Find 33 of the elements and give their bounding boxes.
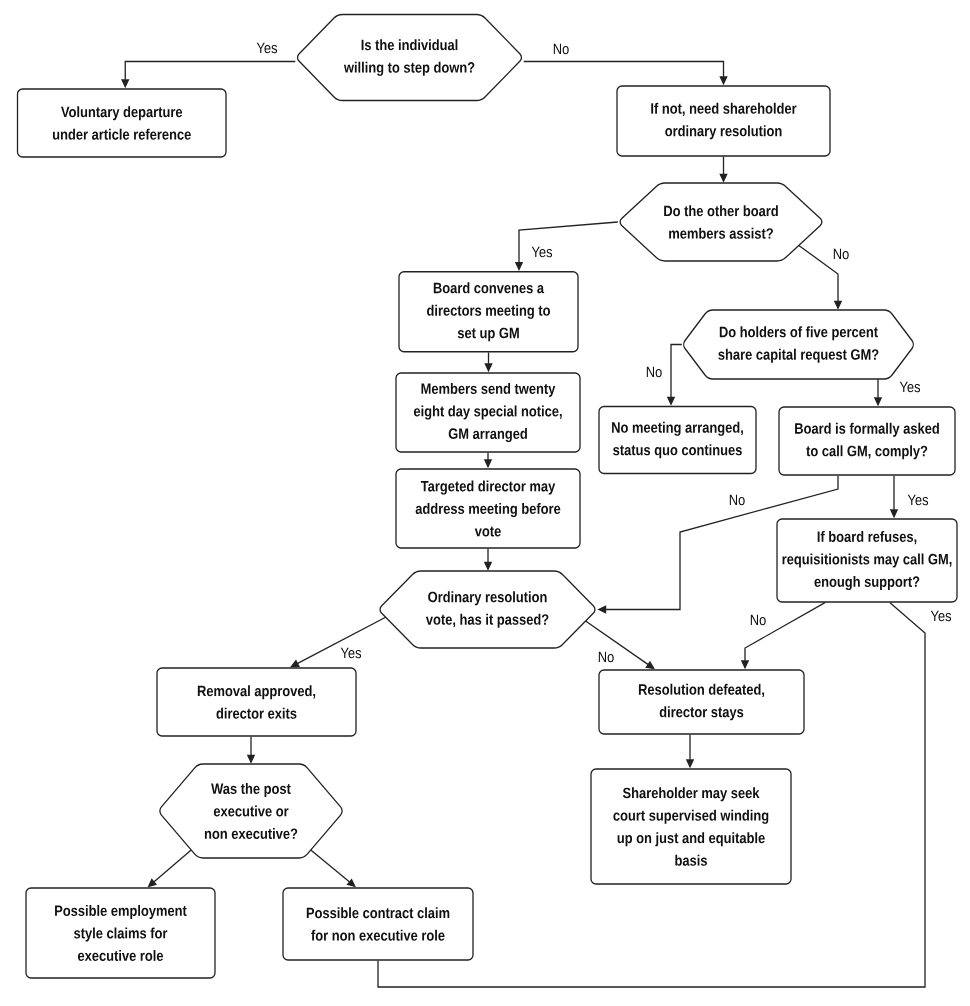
decision-hexagon: Was the post executive or non executive?	[159, 763, 343, 859]
process-box: Possible contract claim for non executive role	[282, 887, 474, 961]
connector-line	[377, 602, 926, 988]
decision-hexagon: Do holders of five percent share capital request GM?	[683, 309, 914, 380]
process-box: Resolution defeated, director stays	[598, 669, 805, 735]
edge-label: No	[727, 493, 747, 507]
process-box: Shareholder may seek court supervised winding up on just and equitable basis	[590, 768, 792, 885]
process-box: Targeted director may address meeting before vote	[395, 468, 581, 549]
edge-label: Yes	[530, 245, 554, 259]
edge-label: No	[551, 42, 571, 56]
decision-hexagon: Do the other board members assist?	[619, 182, 823, 262]
process-box: Voluntary departure under article reference	[16, 88, 227, 158]
process-box: No meeting arranged, status quo continues	[598, 405, 757, 475]
process-box: Members send twenty eight day special notice, GM arranged	[395, 372, 581, 453]
edge-label: No	[748, 613, 768, 627]
edge-label: Yes	[339, 646, 363, 660]
process-box: Board is formally asked to call GM, comply?	[778, 406, 956, 476]
process-box: If board refuses, requisitionists may call GM, enough support?	[776, 518, 958, 603]
edge-label: Yes	[255, 41, 279, 55]
arrow	[290, 616, 387, 668]
edge-label: No	[596, 650, 616, 664]
edge-label: No	[644, 365, 664, 379]
process-box: Removal approved, director exits	[156, 667, 357, 737]
process-box: Possible employment style claims for executive role	[25, 887, 216, 979]
edge-label: Yes	[898, 380, 922, 394]
edge-label: Yes	[929, 609, 953, 623]
process-box: Board convenes a directors meeting to set up GM	[398, 271, 579, 353]
arrow	[584, 620, 655, 670]
decision-hexagon: Is the individual willing to step down?	[296, 13, 523, 102]
decision-hexagon: Ordinary resolution vote, has it passed?	[379, 570, 596, 649]
edge-label: Yes	[906, 493, 930, 507]
edge-label: No	[831, 247, 851, 261]
process-box: If not, need shareholder ordinary resolution	[616, 85, 831, 157]
